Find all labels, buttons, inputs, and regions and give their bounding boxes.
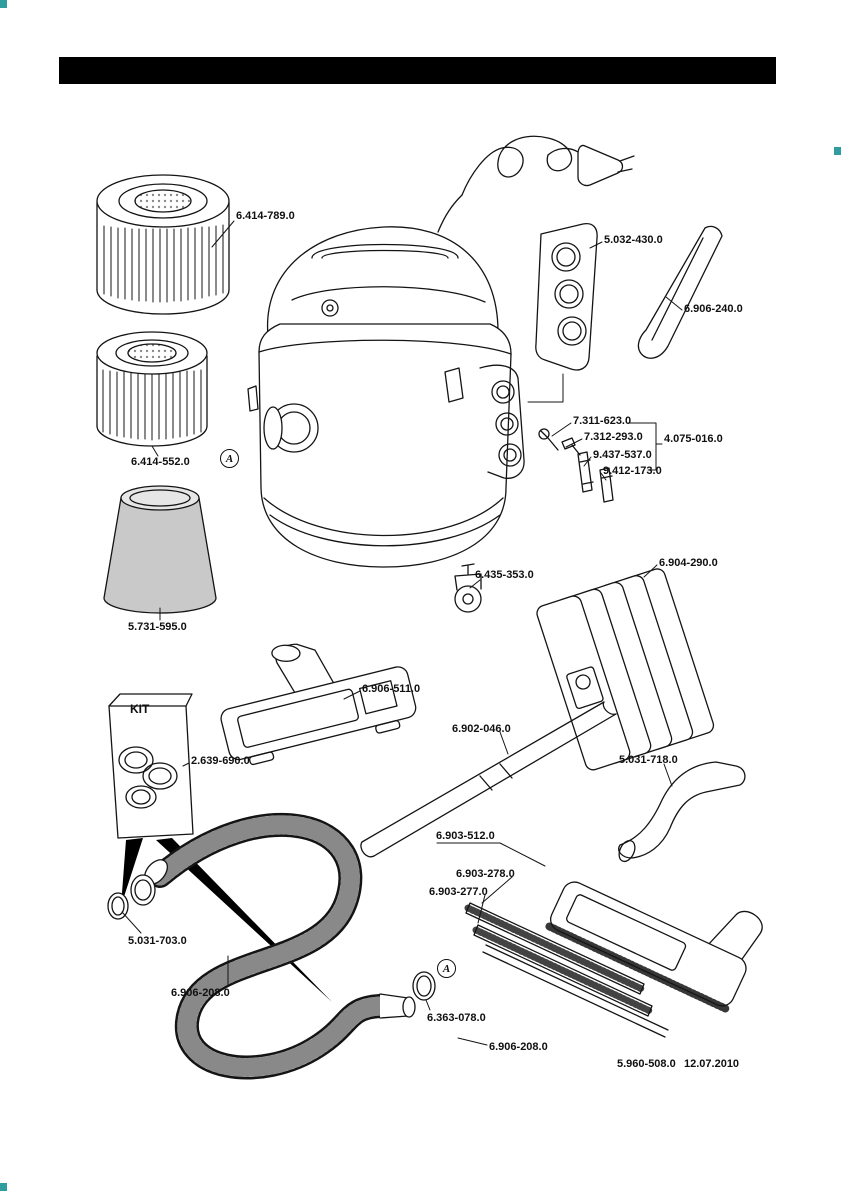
vacuum-body-drawing bbox=[247, 226, 525, 568]
part-label: 6.435-353.0 bbox=[475, 569, 534, 581]
part-label: 5.032-430.0 bbox=[604, 234, 663, 246]
part-label: 5.031-703.0 bbox=[128, 935, 187, 947]
flat-filter-drawing bbox=[96, 331, 208, 447]
wet-nozzle-drawing bbox=[545, 881, 763, 1013]
registration-mark bbox=[0, 1183, 7, 1191]
document-number: 5.960-508.0 bbox=[617, 1058, 676, 1070]
part-label: 6.903-278.0 bbox=[456, 868, 515, 880]
caster-wheel-drawing bbox=[454, 563, 482, 613]
suction-tube-drawing bbox=[360, 701, 617, 858]
filter-bags-drawing bbox=[536, 568, 715, 771]
part-label: 6.902-046.0 bbox=[452, 723, 511, 735]
header-bar bbox=[59, 57, 776, 84]
part-label: 2.639-690.0 bbox=[191, 755, 250, 767]
document-date: 12.07.2010 bbox=[684, 1058, 740, 1070]
part-label: 6.414-789.0 bbox=[236, 210, 295, 222]
cartridge-filter-drawing bbox=[96, 174, 230, 315]
part-label: 6.414-552.0 bbox=[131, 456, 190, 468]
bent-tube-drawing bbox=[618, 761, 746, 863]
accessory-holder-drawing bbox=[527, 222, 598, 403]
part-label: 5.031-718.0 bbox=[619, 754, 678, 766]
part-label: 6.906-208.0 bbox=[171, 987, 230, 999]
squeegee-strips-drawing bbox=[464, 902, 669, 1038]
registration-mark bbox=[834, 147, 841, 155]
part-label: 6.906-240.0 bbox=[684, 303, 743, 315]
foam-sleeve-drawing bbox=[103, 485, 217, 614]
suction-hose-drawing bbox=[107, 812, 436, 1080]
part-label: 9.412-173.0 bbox=[603, 465, 662, 477]
floor-nozzle-drawing bbox=[220, 643, 417, 766]
part-label: 4.075-016.0 bbox=[664, 433, 723, 445]
adapter-kit-drawing bbox=[108, 693, 194, 839]
power-cord-drawing bbox=[437, 135, 635, 233]
part-label: 6.363-078.0 bbox=[427, 1012, 486, 1024]
marker-a: A bbox=[437, 959, 456, 978]
part-label: 6.903-277.0 bbox=[429, 886, 488, 898]
part-label: 6.904-290.0 bbox=[659, 557, 718, 569]
kit-label: KIT bbox=[130, 702, 150, 716]
part-label: 6.906-208.0 bbox=[489, 1041, 548, 1053]
part-label: 7.312-293.0 bbox=[584, 431, 643, 443]
part-label: 5.731-595.0 bbox=[128, 621, 187, 633]
registration-mark bbox=[0, 0, 7, 8]
part-label: 9.437-537.0 bbox=[593, 449, 652, 461]
marker-a: A bbox=[220, 449, 239, 468]
crevice-nozzle-drawing bbox=[637, 225, 723, 359]
part-label: 7.311-623.0 bbox=[573, 415, 632, 427]
fastener-set-drawing bbox=[538, 428, 614, 503]
part-label: 6.906-511.0 bbox=[362, 683, 421, 695]
leader-lines bbox=[121, 220, 683, 1046]
part-label: 6.903-512.0 bbox=[436, 830, 495, 842]
